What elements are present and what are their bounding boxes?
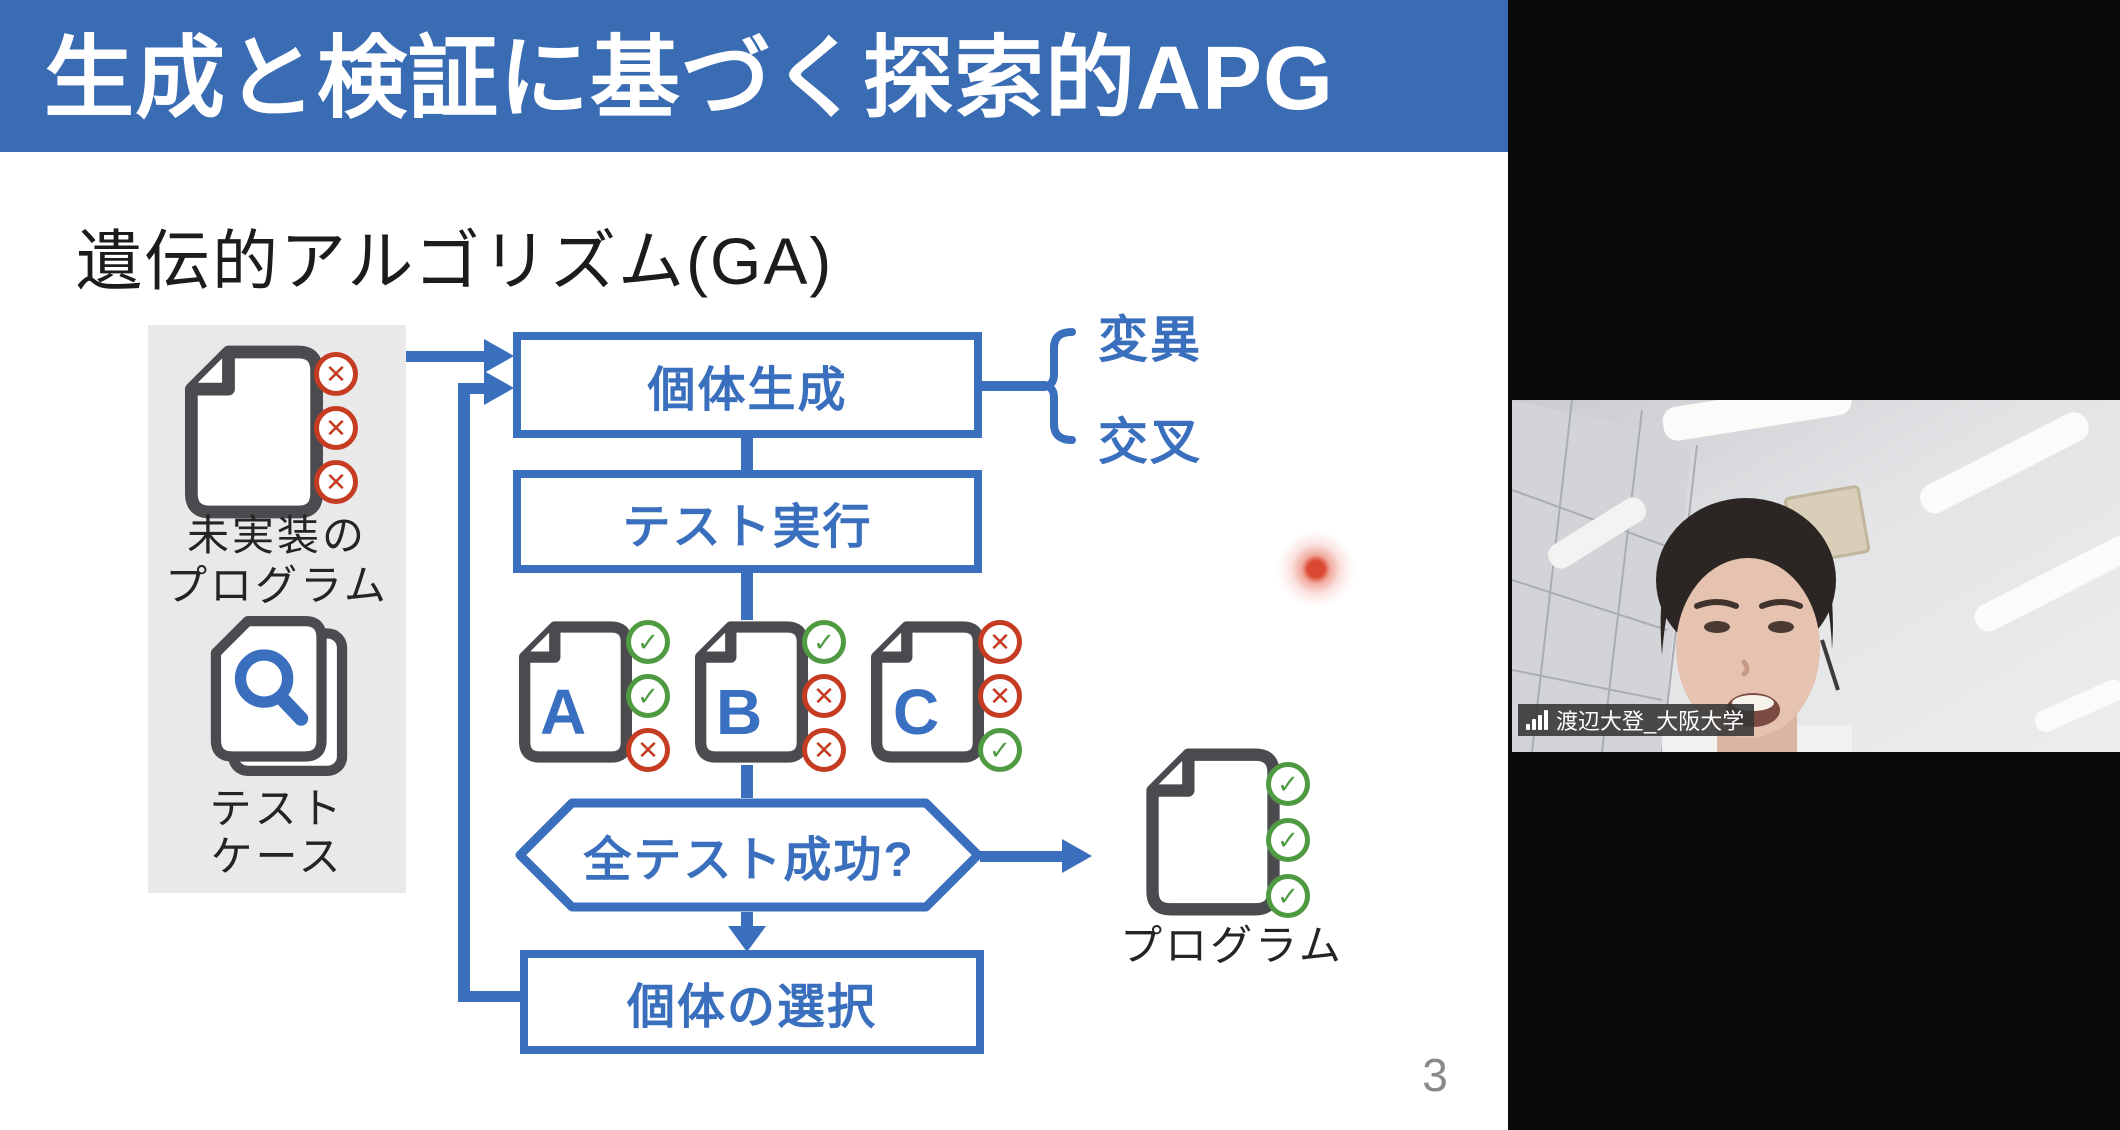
cross-icon: ✕	[314, 352, 358, 396]
unimplemented-program-label-line2: プログラム	[165, 562, 389, 609]
check-icon: ✓	[1266, 762, 1310, 806]
participant-name: 渡辺大登_大阪大学	[1556, 709, 1745, 734]
feedback-loop-bottom-segment	[458, 991, 520, 1002]
slide: 生成と検証に基づく探索的APG 遺伝的アルゴリズム(GA) ✕ ✕ ✕ 未実装の プ…	[0, 0, 1508, 1130]
check-icon: ✓	[978, 728, 1022, 772]
arrow-input-to-generate	[406, 351, 488, 362]
cross-icon: ✕	[314, 406, 358, 450]
output-program-marks: ✓ ✓ ✓	[1266, 762, 1310, 918]
run-tests-box: テスト実行	[513, 470, 982, 573]
mutation-label: 変異	[1098, 312, 1202, 368]
check-icon: ✓	[626, 620, 670, 664]
crossover-label: 交叉	[1098, 414, 1202, 470]
cross-icon: ✕	[802, 674, 846, 718]
arrow-decision-to-output	[980, 851, 1066, 862]
connector-generate-to-test	[741, 438, 753, 470]
unimplemented-program-label-line1: 未実装の	[186, 512, 367, 559]
connector-individuals-to-decision	[741, 765, 753, 798]
check-icon: ✓	[626, 674, 670, 718]
arrowhead-input-to-generate	[484, 339, 514, 373]
test-case-label-line1: テスト	[209, 785, 345, 832]
slide-subtitle: 遺伝的アルゴリズム(GA)	[76, 224, 834, 298]
feedback-loop-top-segment	[464, 383, 488, 394]
unimplemented-program-document-icon	[184, 345, 324, 519]
cross-icon: ✕	[626, 728, 670, 772]
individual-b-marks: ✓ ✕ ✕	[802, 620, 846, 772]
webcam-scene	[1512, 400, 2120, 752]
participant-video-tile[interactable]: 渡辺大登_大阪大学	[1512, 400, 2120, 752]
individual-c-document-icon	[871, 621, 984, 763]
page-number: 3	[1422, 1049, 1448, 1101]
slide-title: 生成と検証に基づく探索的APG	[44, 29, 1335, 129]
connector-test-to-individuals	[741, 573, 753, 620]
arrowhead-decision-to-output	[1062, 839, 1092, 873]
feedback-loop-line	[458, 383, 470, 1002]
unimplemented-program-marks: ✕ ✕ ✕	[314, 352, 358, 504]
cross-icon: ✕	[978, 674, 1022, 718]
individual-a-marks: ✓ ✓ ✕	[626, 620, 670, 772]
output-program-label: プログラム	[1120, 922, 1344, 969]
test-case-documents-icon	[210, 616, 348, 776]
cross-icon: ✕	[978, 620, 1022, 664]
test-case-label-line2: ケース	[210, 833, 344, 880]
cross-icon: ✕	[314, 460, 358, 504]
arrowhead-decision-to-selection	[728, 926, 766, 952]
individual-c-letter: C	[893, 676, 940, 748]
all-tests-pass-label: 全テスト成功?	[583, 834, 915, 887]
video-panel: 渡辺大登_大阪大学	[1508, 0, 2120, 1130]
laser-pointer-dot	[1277, 530, 1355, 608]
signal-strength-icon	[1526, 710, 1548, 730]
arrowhead-feedback-to-generate	[484, 371, 514, 405]
cross-icon: ✕	[802, 728, 846, 772]
individual-c-marks: ✕ ✕ ✓	[978, 620, 1022, 772]
all-tests-pass-decision-hexagon	[515, 798, 983, 912]
individual-a-letter: A	[540, 676, 587, 748]
slide-title-bar: 生成と検証に基づく探索的APG	[0, 0, 1508, 152]
participant-name-tag: 渡辺大登_大阪大学	[1518, 704, 1755, 736]
individual-b-letter: B	[716, 676, 763, 748]
output-program-document-icon	[1146, 748, 1280, 916]
check-icon: ✓	[802, 620, 846, 664]
brace-icon	[1043, 328, 1076, 444]
generate-individuals-box: 個体生成	[513, 332, 982, 438]
individual-a-document-icon	[519, 621, 632, 763]
select-individuals-box: 個体の選択	[520, 950, 984, 1054]
check-icon: ✓	[1266, 818, 1310, 862]
check-icon: ✓	[1266, 874, 1310, 918]
connector-decision-to-selection	[741, 912, 753, 928]
individual-b-document-icon	[695, 621, 808, 763]
connector-generate-to-brace	[982, 381, 1046, 391]
